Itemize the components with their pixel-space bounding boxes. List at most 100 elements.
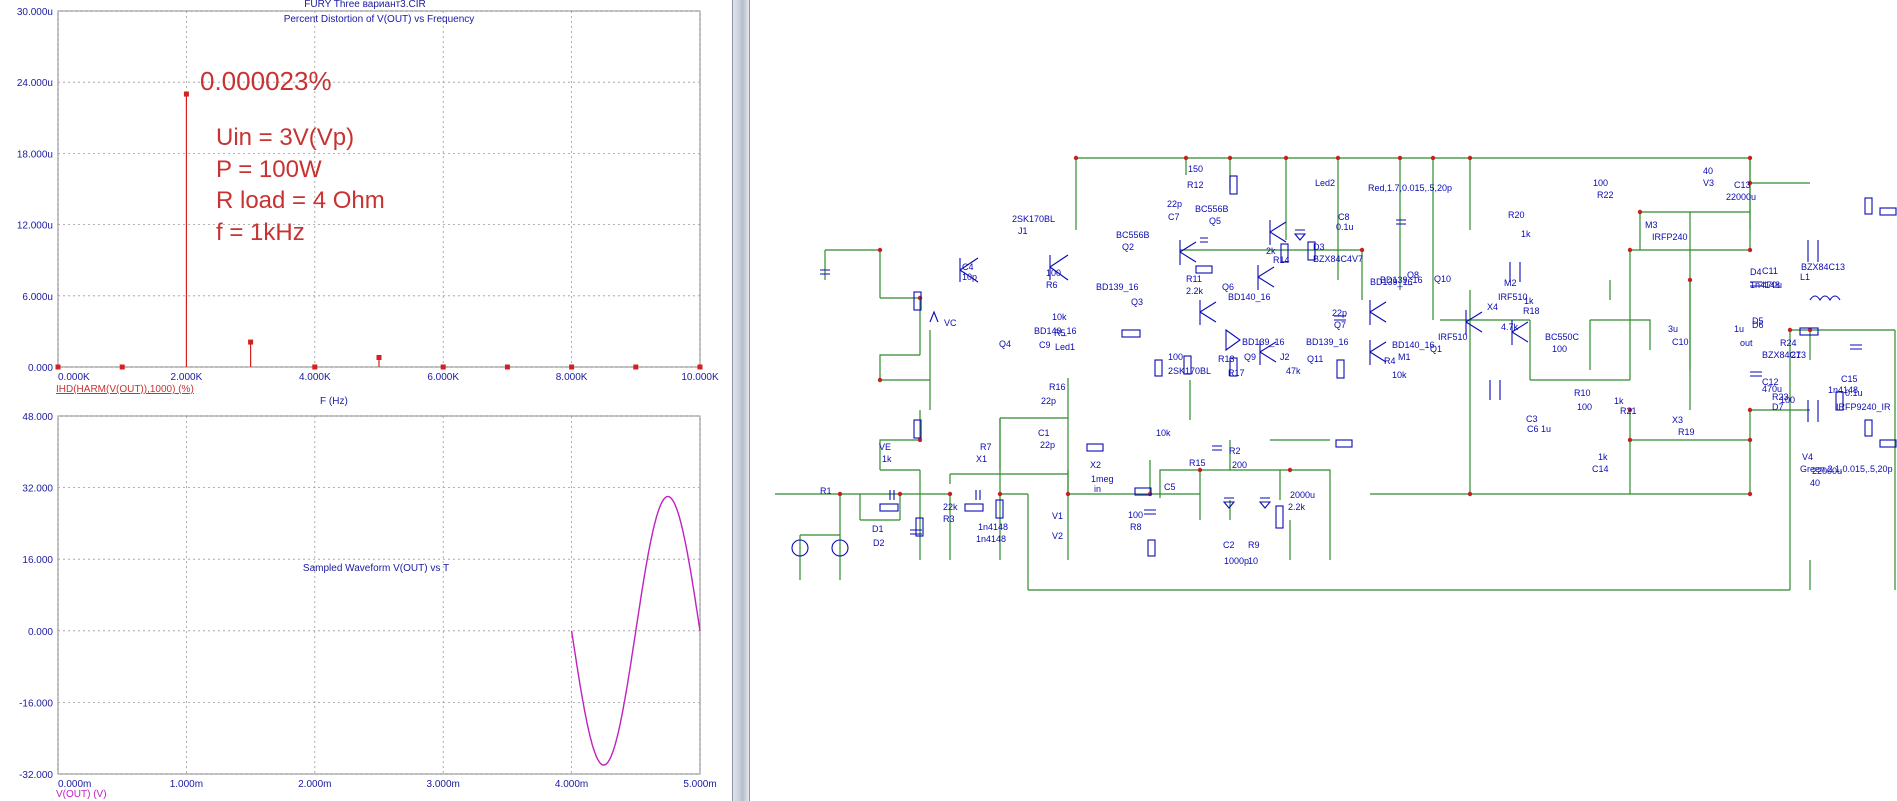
schematic-label: R8 — [1130, 522, 1142, 532]
schematic-label: 1k — [882, 454, 892, 464]
distortion-grid — [57, 10, 701, 368]
schematic-label: BZX84C13 — [1762, 350, 1806, 360]
schematic-label: R13 — [1218, 354, 1235, 364]
schematic-label: BZX84C4V7 — [1313, 254, 1363, 264]
schematic-label: M1 — [1398, 352, 1411, 362]
schematic-label: 100 — [1780, 395, 1795, 405]
schematic-label: C7 — [1168, 212, 1180, 222]
schematic-label: R1 — [820, 486, 832, 496]
schematic-label: R15 — [1189, 458, 1206, 468]
window-title: FURY Three вариант3.CIR — [304, 0, 426, 10]
distortion-point — [504, 364, 510, 370]
schematic-label: R10 — [1574, 388, 1591, 398]
schematic-label: D1 — [872, 524, 884, 534]
y-tick-label: 0.000 — [28, 627, 53, 638]
schematic-label: Q4 — [999, 339, 1011, 349]
annotation-uin: Uin = 3V(Vp) — [216, 124, 354, 151]
schematic-label: 1n4148 — [1828, 385, 1858, 395]
schematic-label: R19 — [1678, 427, 1695, 437]
distortion-point — [248, 339, 254, 345]
schematic-label: Red,1.7,0.015,.5,20p — [1368, 183, 1452, 193]
y-tick-label: -32.000 — [19, 770, 53, 781]
schematic-label: C1 — [1038, 428, 1050, 438]
schematic-label: R14 — [1273, 255, 1290, 265]
schematic-label: 10k — [1156, 428, 1171, 438]
x-tick-label: 1.000m — [170, 779, 203, 790]
schematic-label: BD139_16 — [1380, 275, 1423, 285]
schematic-label: J1 — [1018, 226, 1028, 236]
schematic-label: BZX84C13 — [1801, 262, 1845, 272]
waveform-plot-frame — [57, 415, 701, 775]
schematic-label: R2 — [1229, 446, 1241, 456]
schematic-label: C15 — [1841, 374, 1858, 384]
schematic-label: 0.1u — [1845, 388, 1863, 398]
schematic-label: C12 — [1762, 377, 1779, 387]
schematic-label: R16 — [1049, 382, 1066, 392]
distortion-point — [440, 364, 446, 370]
schematic-label: R22 — [1597, 190, 1614, 200]
y-tick-label: 32.000 — [22, 484, 53, 495]
schematic-label: C14 — [1592, 464, 1609, 474]
y-tick-label: 48.000 — [22, 412, 53, 423]
schematic-label: R11 — [1186, 274, 1202, 284]
schematic-label: Q3 — [1131, 297, 1143, 307]
schematic-label: R4 — [1384, 356, 1396, 366]
x-tick-label: 0.000K — [58, 372, 90, 383]
y-tick-label: 6.000u — [22, 292, 53, 303]
schematic-label: R5 — [1054, 328, 1066, 338]
x-tick-label: 2.000K — [171, 372, 203, 383]
waveform-legend: V(OUT) (V) — [56, 789, 107, 800]
schematic-label: D7 — [1772, 402, 1784, 412]
schematic-label: R18 — [1523, 306, 1540, 316]
annotation-rload: R load = 4 Ohm — [216, 187, 385, 214]
schematic-label: 22p — [1332, 308, 1347, 318]
schematic-label: Led1 — [1055, 342, 1075, 352]
schematic-label: M3 — [1645, 220, 1658, 230]
schematic-label: X3 — [1672, 415, 1683, 425]
annotation-frequency: f = 1kHz — [216, 219, 305, 246]
schematic-label: BD140_16 — [1034, 326, 1077, 336]
x-tick-label: 10.000K — [681, 372, 719, 383]
x-tick-label: 2.000m — [298, 779, 331, 790]
waveform-grid — [57, 415, 701, 775]
distortion-point — [55, 364, 61, 370]
schematic-label: BD139_16 — [1306, 337, 1349, 347]
schematic-label: Q6 — [1222, 282, 1234, 292]
schematic-label: IRFP9240_IR — [1836, 402, 1891, 412]
schematic-label: 1k — [1521, 229, 1531, 239]
schematic-label: R21 — [1620, 406, 1637, 416]
schematic-label: Q2 — [1122, 242, 1134, 252]
schematic-label: X1 — [976, 454, 987, 464]
schematic-label: 100 — [1593, 178, 1608, 188]
schematic-label: BD139_16 — [1096, 282, 1139, 292]
x-tick-label: 4.000K — [299, 372, 331, 383]
pane-splitter[interactable] — [732, 0, 750, 801]
y-tick-label: 0.000 — [28, 363, 53, 374]
schematic-label: D4 — [1750, 267, 1762, 277]
distortion-legend: IHD(HARM(V(OUT)),1000) (%) — [56, 384, 194, 395]
schematic-label: Green,2.1,0.015,.5,20p — [1800, 464, 1893, 474]
schematic-label: V2 — [1052, 531, 1063, 541]
schematic-label: 40 — [1810, 478, 1820, 488]
schematic-label: R9 — [1248, 540, 1260, 550]
waveform-series-line — [570, 495, 701, 766]
schematic-label: R20 — [1508, 210, 1525, 220]
schematic-label: 1u — [1734, 324, 1744, 334]
schematic-label: 2k — [1266, 246, 1276, 256]
schematic-label: 2.2k — [1288, 502, 1306, 512]
schematic-label: 100 — [1046, 268, 1061, 278]
schematic-label: Q7 — [1334, 320, 1346, 330]
schematic-label: R17 — [1228, 368, 1245, 378]
y-tick-label: 12.000u — [17, 221, 53, 232]
plots-svg: FURY Three вариант3.CIR 30.000u24.000u18… — [17, 0, 719, 800]
schematic-label: R3 — [943, 514, 955, 524]
schematic-label: in — [1094, 484, 1101, 494]
x-tick-label: 4.000m — [555, 779, 588, 790]
schematic-label: BD140_16 — [1228, 292, 1271, 302]
schematic-label: 100 — [1552, 344, 1567, 354]
schematic-label: 1k — [1524, 296, 1534, 306]
